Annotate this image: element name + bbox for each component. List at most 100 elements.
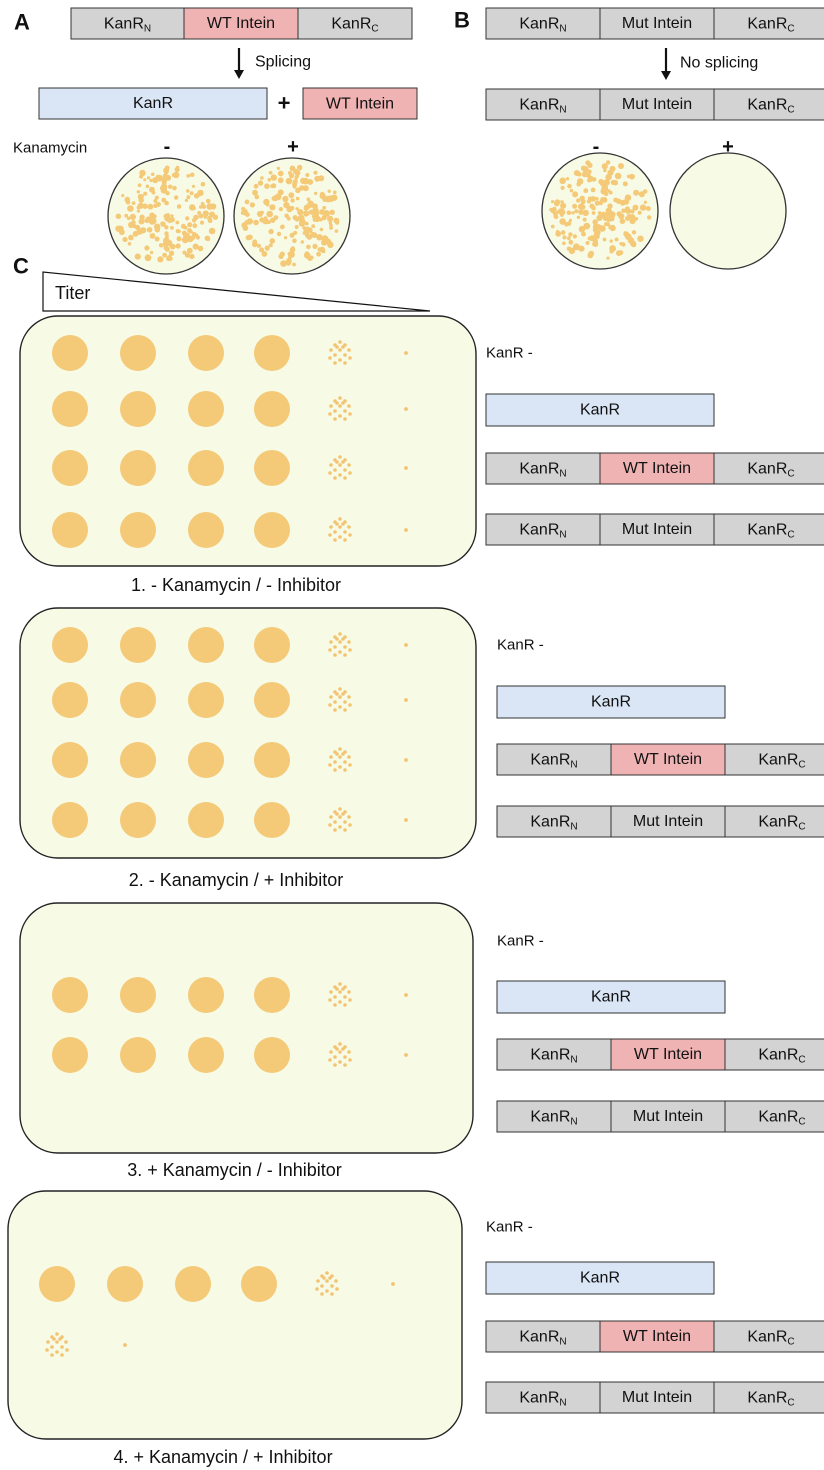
colony-dot (338, 687, 342, 691)
kanr-c-segment (297, 7, 413, 40)
colony-cluster (315, 1271, 339, 1296)
colony-dot (298, 166, 302, 171)
colony-dot (149, 178, 153, 183)
colony-dot (343, 653, 347, 657)
mut-intein-label: Mut Intein (622, 521, 692, 538)
colony-cluster (328, 517, 352, 542)
colony-dot (144, 245, 150, 251)
colony-dot (643, 200, 648, 204)
kanr-n-label-subscript: N (559, 1397, 566, 1408)
colony-row (52, 802, 408, 838)
colony-dot (317, 247, 322, 252)
plate-3: 3. + Kanamycin / - Inhibitor (19, 902, 474, 1180)
colony-dot (333, 820, 337, 824)
colony-dot (608, 190, 613, 195)
colony-dot (157, 256, 164, 263)
colony-dot (572, 234, 578, 239)
kanr-n-label-subscript: N (559, 104, 566, 115)
colony-dot (630, 209, 635, 214)
colony-dot (554, 214, 559, 219)
colony-dot (348, 471, 352, 475)
colony-spot (52, 627, 88, 663)
colony-spot (120, 977, 156, 1013)
colony-dot (127, 205, 134, 212)
colony-dot (304, 221, 309, 226)
colony-dot (259, 247, 265, 253)
colony-dot (299, 185, 305, 191)
colony-dot (206, 237, 211, 242)
colony-cluster (328, 982, 352, 1007)
colony-dot (263, 216, 268, 220)
colony-dot (289, 173, 295, 179)
colony-dot (578, 209, 584, 215)
colony-dot (333, 190, 337, 195)
colony-dot (305, 173, 310, 177)
colony-dot (348, 703, 352, 707)
colony-dot (343, 1063, 347, 1067)
colony-dot (242, 223, 247, 228)
colony-dot (607, 203, 613, 209)
colony-dot (164, 200, 169, 206)
colony-dot (328, 703, 332, 707)
kanr-n-label: KanRN (519, 96, 566, 115)
colony-dot (333, 468, 337, 472)
colony-dot (314, 191, 318, 196)
colony-dot (50, 1353, 54, 1357)
colony-dot (333, 1003, 337, 1007)
colony-dot (268, 228, 274, 235)
colony-dot (172, 185, 177, 191)
colony-dot (601, 163, 608, 170)
colony-dot (333, 828, 337, 832)
colony-dot (333, 700, 337, 704)
kanr-n-label-base: KanR (530, 813, 570, 830)
kanr-label: KanR (580, 402, 620, 419)
kanr-c-label-base: KanR (331, 15, 371, 32)
colony-dot (343, 768, 347, 772)
colony-dot (193, 214, 199, 220)
kanr-c-label-base: KanR (747, 460, 787, 477)
colony-dot (341, 1047, 345, 1051)
kanr-c-label-subscript: C (371, 23, 378, 34)
colony-dot (149, 250, 154, 255)
colony-dot (296, 170, 301, 175)
colony-spot (254, 802, 290, 838)
kanamycin-label: Kanamycin (13, 140, 87, 157)
colony-spot (52, 742, 88, 778)
colony-dot (347, 463, 351, 467)
colony-dot (166, 255, 172, 262)
colony-dot (578, 225, 586, 233)
colony-dot (598, 200, 603, 206)
colony-dot (319, 209, 325, 215)
colony-dot (165, 234, 169, 239)
colony-dot (338, 396, 342, 400)
colony-dot (328, 412, 332, 416)
kanr-n-label-base: KanR (530, 751, 570, 768)
colony-dot (333, 361, 337, 365)
colony-dot (60, 1353, 64, 1357)
panel-label-b: B (454, 8, 470, 33)
colony-dot (583, 188, 589, 194)
colony-dot (138, 218, 145, 225)
colony-dot (613, 197, 619, 203)
colony-dot (189, 253, 195, 260)
colony-dot (338, 1050, 342, 1054)
plate-caption: 2. - Kanamycin / + Inhibitor (129, 870, 344, 890)
colony-row (52, 335, 408, 371)
mut-intein-segment (599, 1381, 715, 1414)
colony-dot (560, 185, 565, 190)
colony-dot (333, 760, 337, 764)
colony-dot (164, 225, 169, 230)
colony-dot (280, 260, 287, 267)
colony-dot (149, 217, 157, 225)
colony-dot (143, 178, 147, 182)
colony-dot (568, 232, 573, 237)
colony-dot (335, 987, 339, 991)
legend-kanr: KanR (496, 980, 726, 1014)
kanr-n-label-base: KanR (104, 15, 144, 32)
colony-dot (119, 225, 123, 230)
colony-dot (165, 213, 171, 218)
colony-dot (304, 251, 309, 256)
colony-dot (204, 211, 209, 216)
colony-dot (311, 224, 316, 229)
